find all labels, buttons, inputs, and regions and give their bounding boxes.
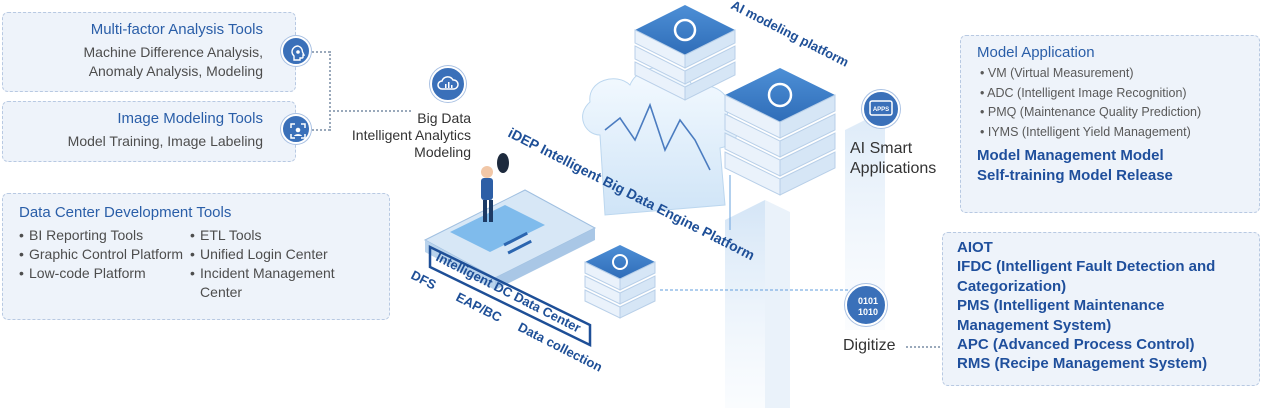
person-screen	[497, 153, 509, 173]
self-training-text: Self-training Model Release	[977, 167, 1173, 184]
aiot-panel: AIOT IFDC (Intelligent Fault Detection a…	[942, 232, 1260, 386]
binary-icon: 0101 1010	[845, 284, 887, 326]
list-item: Incident Management Center	[190, 264, 379, 302]
data-center-panel: Data Center Development Tools BI Reporti…	[2, 193, 390, 320]
server-stack-right	[724, 68, 836, 196]
aiot-line: PMS (Intelligent Maintenance	[957, 297, 1165, 315]
data-center-col-2: ETL Tools Unified Login Center Incident …	[190, 226, 379, 302]
pillar-shape	[725, 200, 765, 408]
ai-smart-line-2: Applications	[850, 160, 937, 177]
multifactor-line-2: Anomaly Analysis, Modeling	[88, 63, 263, 79]
connector-line	[329, 110, 411, 112]
svg-text:APPS: APPS	[873, 107, 889, 113]
server-stack-top	[634, 5, 736, 101]
list-item: ADC (Intelligent Image Recognition)	[977, 84, 1249, 104]
cloud-chart-icon	[430, 66, 466, 102]
digitize-label: Digitize	[843, 337, 896, 354]
list-item: IYMS (Intelligent Yield Management)	[977, 123, 1249, 143]
model-management-text: Model Management Model	[977, 147, 1164, 164]
ai-smart-label: AI Smart Applications	[850, 139, 936, 179]
list-item: VM (Virtual Measurement)	[977, 64, 1249, 84]
multifactor-title: Multi-factor Analysis Tools	[90, 21, 263, 38]
cloud-shape	[582, 66, 739, 216]
connector-line	[312, 51, 330, 53]
big-data-line-1: Big Data	[417, 110, 471, 126]
aiot-line: IFDC (Intelligent Fault Detection and	[957, 258, 1216, 276]
head-profile-icon	[281, 36, 311, 66]
connector-line	[329, 51, 331, 131]
person-head	[481, 166, 493, 178]
multifactor-line-1: Machine Difference Analysis,	[83, 44, 264, 60]
connector-line	[312, 129, 330, 131]
big-data-line-3: Modeling	[414, 144, 471, 160]
apps-icon: APPS	[862, 90, 900, 128]
data-center-col-1: BI Reporting Tools Graphic Control Platf…	[19, 226, 190, 302]
platform-plate-side	[495, 228, 595, 290]
svg-text:0101: 0101	[858, 296, 878, 306]
aiot-line: Categorization)	[957, 277, 1067, 295]
model-application-title: Model Application	[977, 44, 1095, 61]
pillar-shape	[765, 200, 790, 408]
big-data-line-2: Intelligent Analytics	[351, 127, 471, 143]
list-item: ETL Tools	[190, 226, 379, 245]
dfs-label: DFS	[409, 267, 439, 292]
cloud-chart-line	[604, 102, 711, 171]
list-item: Low-code Platform	[19, 264, 190, 283]
aiot-line: APC (Advanced Process Control)	[957, 336, 1195, 354]
dc-center-frame	[428, 245, 592, 347]
aiot-line: AIOT	[957, 239, 993, 256]
ai-modeling-label: AI modeling platform	[729, 0, 852, 70]
list-item: PMQ (Maintenance Quality Prediction)	[977, 103, 1249, 123]
aiot-line: RMS (Recipe Management System)	[957, 355, 1208, 373]
aiot-line: Management System)	[957, 316, 1112, 334]
ai-smart-line-1: AI Smart	[850, 140, 913, 157]
pillar-shape	[845, 110, 885, 330]
platform-illustration: AI modeling platform iDEP Intelligent Bi…	[409, 0, 885, 408]
server-stack-bottom	[584, 245, 656, 319]
data-center-title: Data Center Development Tools	[19, 204, 232, 221]
connector-line	[906, 346, 940, 348]
lit-pad	[450, 205, 545, 252]
image-modeling-title: Image Modeling Tools	[117, 110, 263, 127]
face-scan-icon	[281, 114, 311, 144]
data-collection-label: Data collection	[516, 319, 605, 374]
image-modeling-panel: Image Modeling Tools Model Training, Ima…	[2, 101, 296, 162]
image-modeling-line: Model Training, Image Labeling	[67, 133, 263, 149]
model-application-panel: Model Application VM (Virtual Measuremen…	[960, 35, 1260, 213]
list-item: Unified Login Center	[190, 245, 379, 264]
big-data-label: Big Data Intelligent Analytics Modeling	[325, 110, 471, 161]
multifactor-analysis-panel: Multi-factor Analysis Tools Machine Diff…	[2, 12, 296, 92]
list-item: Graphic Control Platform	[19, 245, 190, 264]
list-item: BI Reporting Tools	[19, 226, 190, 245]
person-body	[481, 178, 493, 200]
svg-text:1010: 1010	[858, 307, 878, 317]
